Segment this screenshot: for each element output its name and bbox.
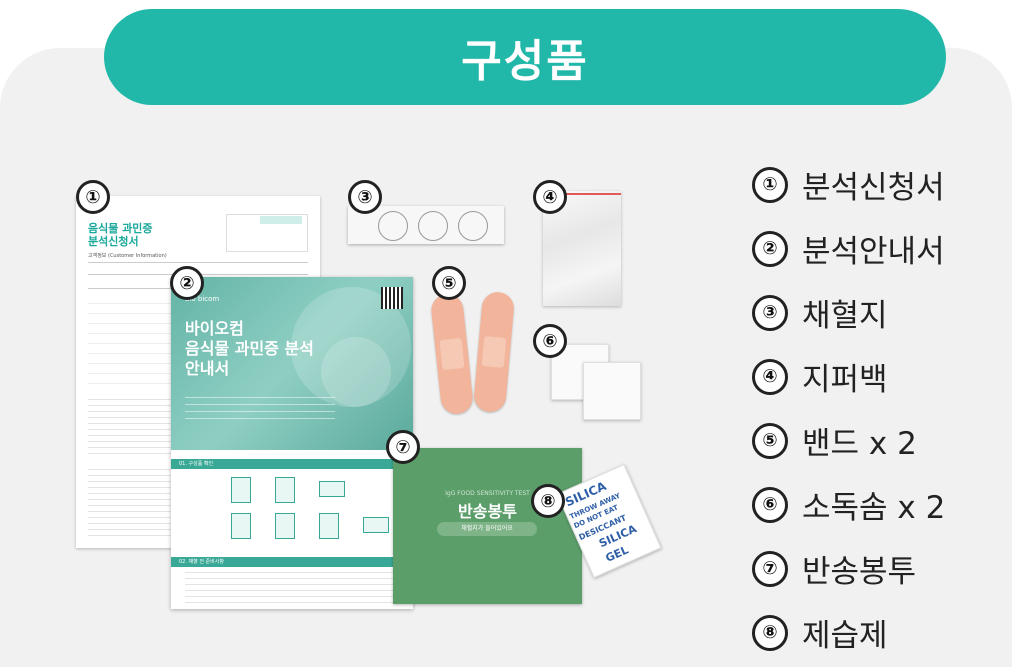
legend-item-1: ① 분석신청서 [752,162,945,207]
legend-num-2: ② [752,230,788,267]
legend-num-6: ⑥ [752,486,788,523]
legend-label-2: 분석안내서 [802,234,945,270]
guide-title-line3: 안내서 [185,359,230,378]
doc1-title: 음식물 과민증 분석신청서 [88,222,153,248]
legend-label-4: 지퍼백 [802,362,888,398]
badge-6: ⑥ [533,324,567,358]
envelope-title: 반송봉투 [458,502,517,521]
mini-icon-2 [275,477,295,503]
title-banner: 구성품 [104,9,946,105]
badge-1: ① [76,180,110,214]
legend-item-3: ③ 채혈지 [752,290,888,335]
legend-item-6: ⑥ 소독솜 x 2 [752,482,945,527]
legend-item-7: ⑦ 반송봉투 [752,546,916,591]
blood-collection-paper [348,206,504,244]
mini-icon-1 [231,477,251,503]
zipper-line [543,193,621,195]
doc1-info-box [226,214,308,252]
legend-item-4: ④ 지퍼백 [752,354,888,399]
guide-title: 바이오컴 음식물 과민증 분석 안내서 [185,319,314,379]
blood-spot-circle-1 [378,211,408,241]
mini-icon-6 [319,513,339,539]
mini-icon-7 [363,517,389,533]
qr-code [381,287,403,309]
badge-5: ⑤ [432,266,466,300]
legend-label-3: 채혈지 [802,298,888,334]
mini-icon-3 [319,481,345,497]
return-envelope: IgG FOOD SENSITIVITY TEST 반송봉투 채혈지가 들어있어… [393,448,582,604]
guide-title-line2: 음식물 과민증 분석 [185,339,314,358]
doc1-section: 고객정보 (Customer Information) [88,253,167,259]
alcohol-swab-2 [583,362,641,420]
guide-cover: bio bicom 바이오컴 음식물 과민증 분석 안내서 [171,277,413,450]
badge-7: ⑦ [386,430,420,464]
envelope-subtitle: IgG FOOD SENSITIVITY TEST [445,490,530,497]
guide-section-2: 02. 채혈 전 준비사항 [171,557,413,567]
legend-num-4: ④ [752,358,788,395]
legend-item-2: ② 분석안내서 [752,226,945,271]
legend-num-5: ⑤ [752,422,788,459]
legend-label-7: 반송봉투 [802,554,917,590]
guide-desc-lines [185,395,335,419]
legend-item-8: ⑧ 제습제 [752,610,888,655]
legend-label-1: 분석신청서 [802,170,945,206]
page-title: 구성품 [461,36,589,87]
legend-num-7: ⑦ [752,550,788,587]
doc1-tag [260,216,302,224]
guide-text-block [185,571,399,603]
legend-label-6: 소독솜 x 2 [802,490,946,526]
legend-label-5: 밴드 x 2 [802,426,917,462]
envelope-pill: 채혈지가 들어있어요 [437,522,537,536]
badge-2: ② [170,266,204,300]
doc1-title-line2: 분석신청서 [88,235,139,248]
legend-num-8: ⑧ [752,614,788,651]
guide-section-1: 01. 구성품 확인 [171,459,413,469]
legend-item-5: ⑤ 밴드 x 2 [752,418,917,463]
guide-title-line1: 바이오컴 [185,319,244,338]
legend-label-8: 제습제 [802,618,888,654]
mini-icon-4 [231,513,251,539]
blood-spot-circle-3 [458,211,488,241]
blood-spot-circle-2 [418,211,448,241]
analysis-guide-booklet: bio bicom 바이오컴 음식물 과민증 분석 안내서 01. 구성품 확인… [171,277,413,609]
doc1-title-line1: 음식물 과민증 [88,222,153,235]
mini-icon-5 [275,513,295,539]
badge-8: ⑧ [531,484,565,518]
guide-brand: bio bicom [185,295,220,303]
badge-3: ③ [348,180,382,214]
legend-num-3: ③ [752,294,788,331]
legend-num-1: ① [752,166,788,203]
badge-4: ④ [533,180,567,214]
